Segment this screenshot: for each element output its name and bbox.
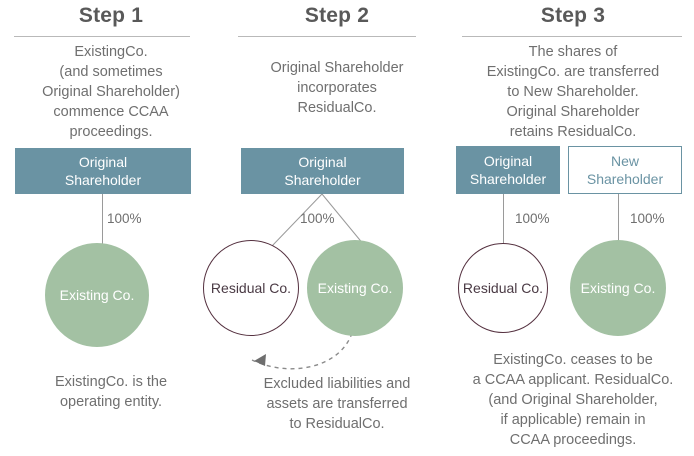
step-column-3: Step 3 The shares of ExistingCo. are tra… — [452, 0, 694, 456]
step-1-footnote: ExistingCo. is the operating entity. — [54, 374, 168, 410]
step-2-divider — [238, 36, 416, 37]
step-3-description: The shares of ExistingCo. are transferre… — [486, 44, 660, 140]
step-3-title: Step 3 — [540, 4, 606, 27]
step-1-divider — [14, 36, 190, 37]
step-3-divider — [462, 36, 682, 37]
step-3-ownership-label-right: 100% — [630, 211, 665, 226]
step-3-connector-line-left — [503, 194, 504, 244]
step-2-residual-co-circle: Residual Co. — [203, 240, 299, 336]
step-column-1: Step 1 ExistingCo. (and sometimes Origin… — [0, 0, 222, 456]
step-3-original-shareholder-box: Original Shareholder — [456, 146, 560, 194]
step-3-residual-co-circle: Residual Co. — [458, 243, 548, 333]
step-3-existing-co-circle: Existing Co. — [570, 240, 666, 336]
step-2-title: Step 2 — [304, 4, 370, 27]
step-3-ownership-label-left: 100% — [515, 211, 550, 226]
step-1-title: Step 1 — [78, 4, 144, 27]
step-2-description: Original Shareholder incorporates Residu… — [270, 60, 404, 116]
step-2-ownership-label: 100% — [300, 211, 335, 226]
step-3-new-shareholder-box: New Shareholder — [568, 146, 682, 194]
step-column-2: Step 2 Original Shareholder incorporates… — [226, 0, 448, 456]
step-3-connector-line-right — [618, 194, 619, 242]
step-1-ownership-label: 100% — [107, 211, 142, 226]
step-2-existing-co-circle: Existing Co. — [307, 240, 403, 336]
step-1-original-shareholder-box: Original Shareholder — [15, 148, 191, 194]
step-3-footnote: ExistingCo. ceases to be a CCAA applican… — [472, 352, 674, 448]
step-1-existing-co-circle: Existing Co. — [45, 243, 149, 347]
step-2-footnote: Excluded liabilities and assets are tran… — [263, 376, 411, 432]
step-1-description: ExistingCo. (and sometimes Original Shar… — [42, 44, 180, 140]
step-1-connector-line — [102, 194, 103, 244]
step-2-original-shareholder-box: Original Shareholder — [241, 148, 404, 194]
